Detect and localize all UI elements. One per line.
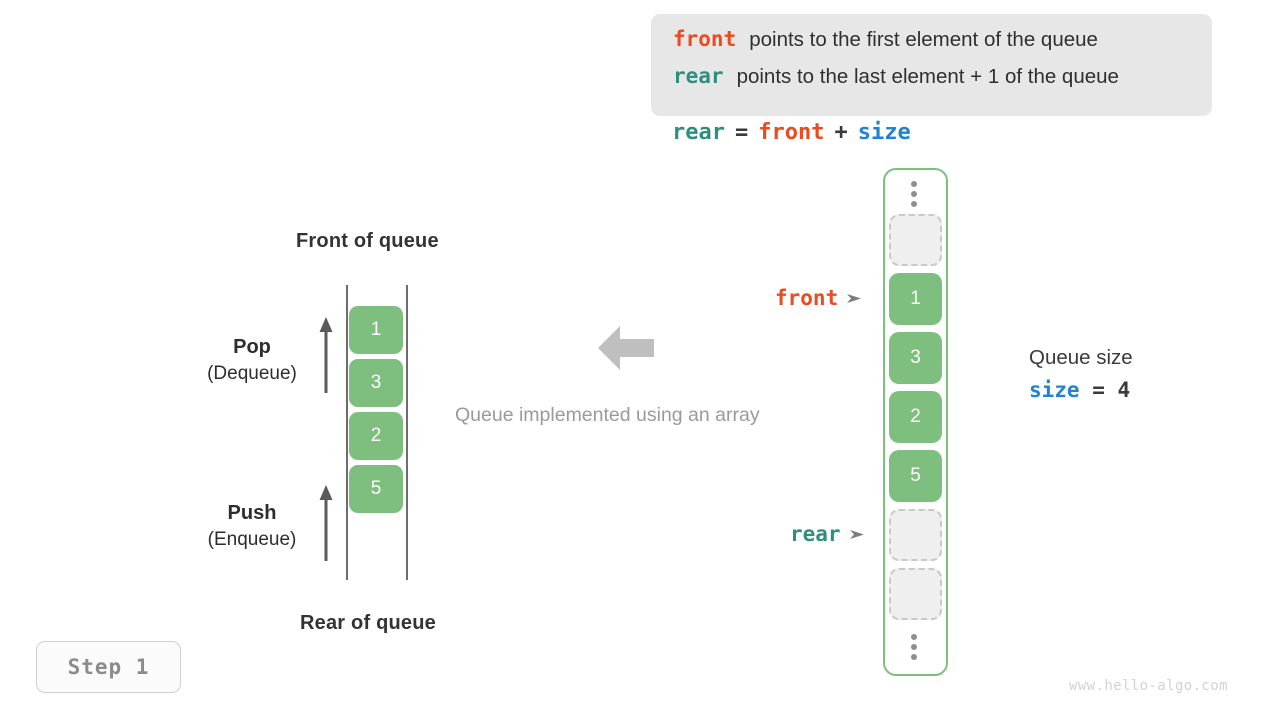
front-pointer-label: front bbox=[775, 286, 839, 310]
queue-size-title: Queue size bbox=[1029, 346, 1133, 369]
legend-key-front: front bbox=[673, 27, 737, 51]
rear-pointer: rear bbox=[790, 522, 866, 546]
push-operation-label: Push (Enqueue) bbox=[172, 500, 332, 554]
formula-term-size: size bbox=[857, 120, 911, 145]
pop-operation-label: Pop (Dequeue) bbox=[172, 334, 332, 388]
queue-cell: 1 bbox=[349, 306, 403, 354]
queue-size-expression: size = 4 bbox=[1029, 373, 1133, 407]
array-cell-filled: 3 bbox=[889, 332, 942, 384]
pop-label-sub: (Dequeue) bbox=[207, 363, 297, 384]
legend-line-front: front points to the first element of the… bbox=[673, 27, 1194, 64]
array-cell-empty bbox=[889, 568, 942, 620]
formula-term-rear: rear bbox=[672, 120, 725, 145]
front-pointer: front bbox=[775, 286, 863, 310]
array-cell-filled: 1 bbox=[889, 273, 942, 325]
queue-cell: 5 bbox=[349, 465, 403, 513]
array-cell-filled: 5 bbox=[889, 450, 942, 502]
pointer-arrow-icon bbox=[849, 529, 864, 539]
vertical-ellipsis-icon bbox=[911, 634, 918, 664]
pointer-arrow-icon bbox=[847, 293, 862, 303]
front-of-queue-title: Front of queue bbox=[296, 230, 439, 252]
array-container bbox=[883, 168, 948, 676]
queue-cell: 3 bbox=[349, 359, 403, 407]
push-label-sub: (Enqueue) bbox=[207, 529, 297, 550]
pop-label-main: Pop bbox=[233, 336, 271, 358]
formula-equals: = bbox=[734, 120, 749, 145]
legend-line-rear: rear points to the last element + 1 of t… bbox=[673, 64, 1194, 101]
push-label-main: Push bbox=[227, 502, 277, 524]
arrow-up-icon bbox=[319, 317, 333, 393]
formula-rear-equals-front-plus-size: rear = front + size bbox=[672, 120, 911, 145]
rear-pointer-label: rear bbox=[790, 522, 841, 546]
legend-text-rear: points to the last element + 1 of the qu… bbox=[736, 65, 1119, 88]
size-value-expr: = 4 bbox=[1079, 378, 1131, 402]
watermark: www.hello-algo.com bbox=[1069, 678, 1228, 694]
formula-plus: + bbox=[834, 120, 848, 145]
legend-box: front points to the first element of the… bbox=[651, 14, 1212, 116]
queue-size-info: Queue size size = 4 bbox=[1029, 343, 1133, 407]
implementation-caption: Queue implemented using an array bbox=[455, 404, 760, 426]
arrow-up-icon bbox=[319, 485, 333, 561]
queue-rail-right bbox=[406, 285, 408, 580]
step-badge[interactable]: Step 1 bbox=[36, 641, 181, 693]
array-cell-filled: 2 bbox=[889, 391, 942, 443]
queue-rail-left bbox=[346, 285, 348, 580]
formula-term-front: front bbox=[758, 120, 825, 145]
array-cell-empty bbox=[889, 509, 942, 561]
legend-key-rear: rear bbox=[673, 64, 724, 88]
rear-of-queue-title: Rear of queue bbox=[300, 612, 436, 634]
queue-cell: 2 bbox=[349, 412, 403, 460]
vertical-ellipsis-icon bbox=[911, 181, 918, 211]
legend-text-front: points to the first element of the queue bbox=[749, 28, 1098, 51]
array-cell-empty bbox=[889, 214, 942, 266]
size-keyword: size bbox=[1029, 378, 1080, 402]
arrow-left-icon bbox=[598, 326, 654, 370]
